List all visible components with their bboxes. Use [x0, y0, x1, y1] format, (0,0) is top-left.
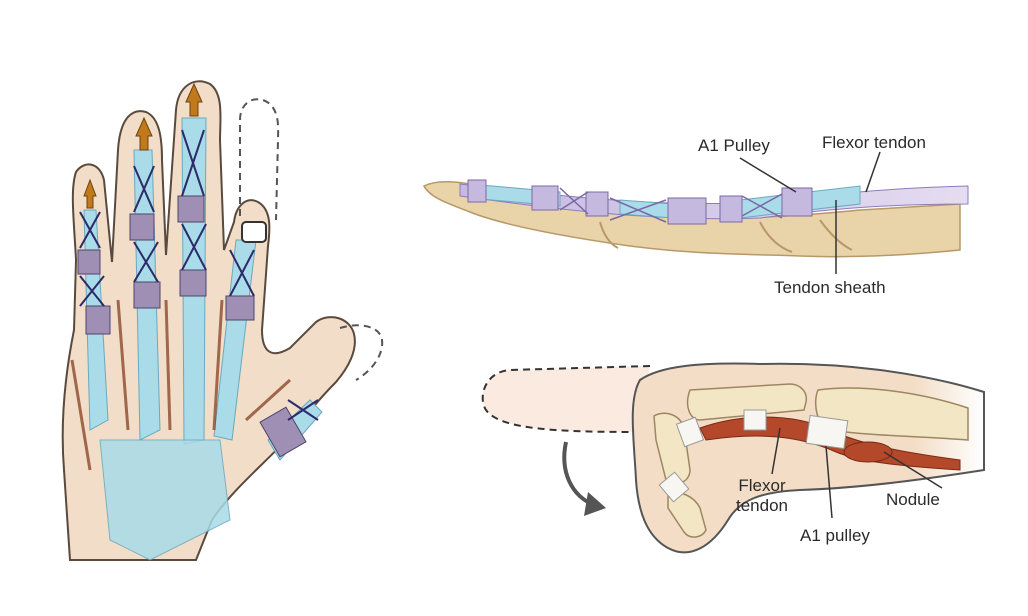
trigger-finger-drawing: [481, 362, 985, 554]
nodule: [843, 441, 893, 463]
label-tendon-sheath: Tendon sheath: [774, 278, 886, 297]
bent-finger-nail: [241, 221, 267, 243]
hand-drawing: [61, 80, 384, 561]
finger-lateral-drawing: [422, 151, 969, 274]
fingertip-arrows: [83, 82, 203, 209]
hand-shading: [70, 299, 292, 471]
label-a1-pulley-top: A1 Pulley: [698, 136, 770, 155]
hand-pulleys: [77, 195, 307, 458]
label-flexor-tendon-top: Flexor tendon: [822, 133, 926, 152]
finger-pulleys: [467, 179, 813, 225]
curved-arrow-head: [584, 492, 606, 516]
label-a1-pulley-bottom: A1 pulley: [800, 526, 870, 545]
bent-finger-pulleys: [658, 409, 849, 503]
dashed-straight-finger: [481, 365, 651, 433]
dashed-finger-outline: [239, 98, 280, 221]
hand-cruciform-pulleys: [79, 129, 319, 421]
label-flexor-tendon-bottom: Flexor tendon: [736, 476, 788, 515]
label-nodule: Nodule: [886, 490, 940, 509]
dashed-thumb-outline: [339, 324, 384, 381]
